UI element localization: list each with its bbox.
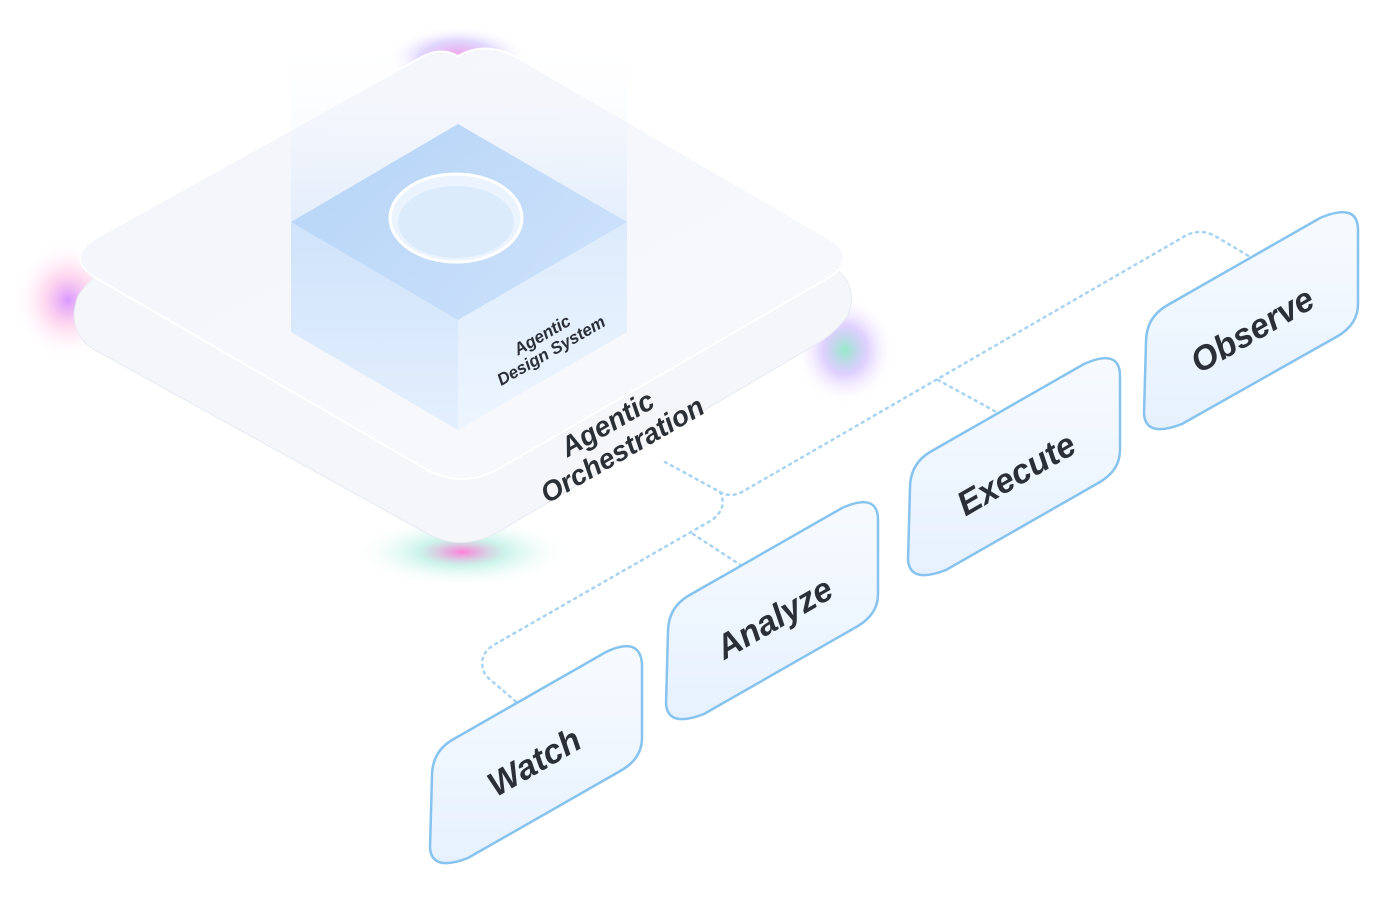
step-card-execute[interactable]: Execute: [906, 356, 1122, 577]
step-card-observe[interactable]: Observe: [1142, 210, 1360, 431]
step-card-analyze[interactable]: Analyze: [664, 500, 880, 721]
connector-execute: [936, 378, 1002, 416]
connector-analyze: [691, 532, 744, 568]
step-card-watch[interactable]: Watch: [428, 644, 644, 865]
connector-lines: [480, 230, 1254, 714]
